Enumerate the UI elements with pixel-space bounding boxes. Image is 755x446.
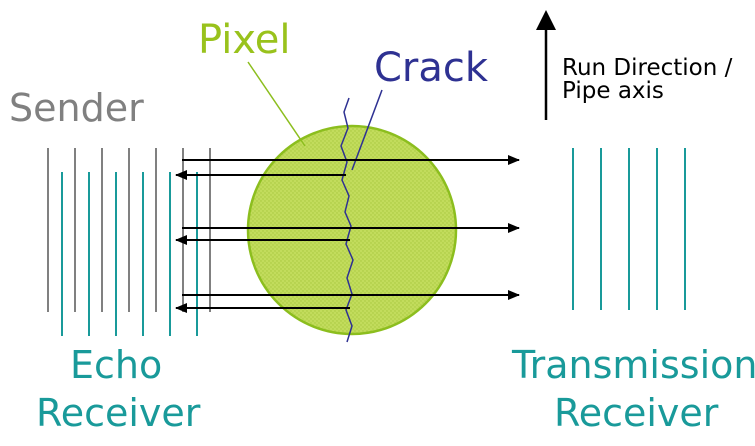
run-direction-arrow-icon — [536, 10, 556, 120]
pixel-circle — [246, 124, 458, 336]
transmission-receiver-array — [572, 148, 686, 310]
sender-transducer-array — [47, 148, 211, 312]
run-direction-label-line1: Run Direction / — [562, 55, 733, 81]
crack-path — [340, 97, 354, 343]
echo-receiver-array — [61, 172, 198, 336]
beam-pair-2 — [175, 223, 520, 245]
pixel-leader-line — [247, 61, 306, 147]
beam-pair-3 — [175, 290, 520, 313]
transmission-receiver-label-line2: Receiver — [554, 391, 719, 435]
transmission-receiver-label-line1: Transmission — [511, 343, 755, 387]
beam-pair-1 — [175, 155, 520, 180]
echo-receiver-label-line2: Receiver — [36, 391, 201, 435]
crack-leader-line — [351, 89, 383, 171]
pixel-label: Pixel — [198, 17, 291, 63]
echo-receiver-label-line1: Echo — [70, 343, 162, 387]
run-direction-label-line2: Pipe axis — [562, 78, 664, 104]
crack-label: Crack — [374, 45, 489, 91]
sender-label: Sender — [9, 86, 144, 130]
